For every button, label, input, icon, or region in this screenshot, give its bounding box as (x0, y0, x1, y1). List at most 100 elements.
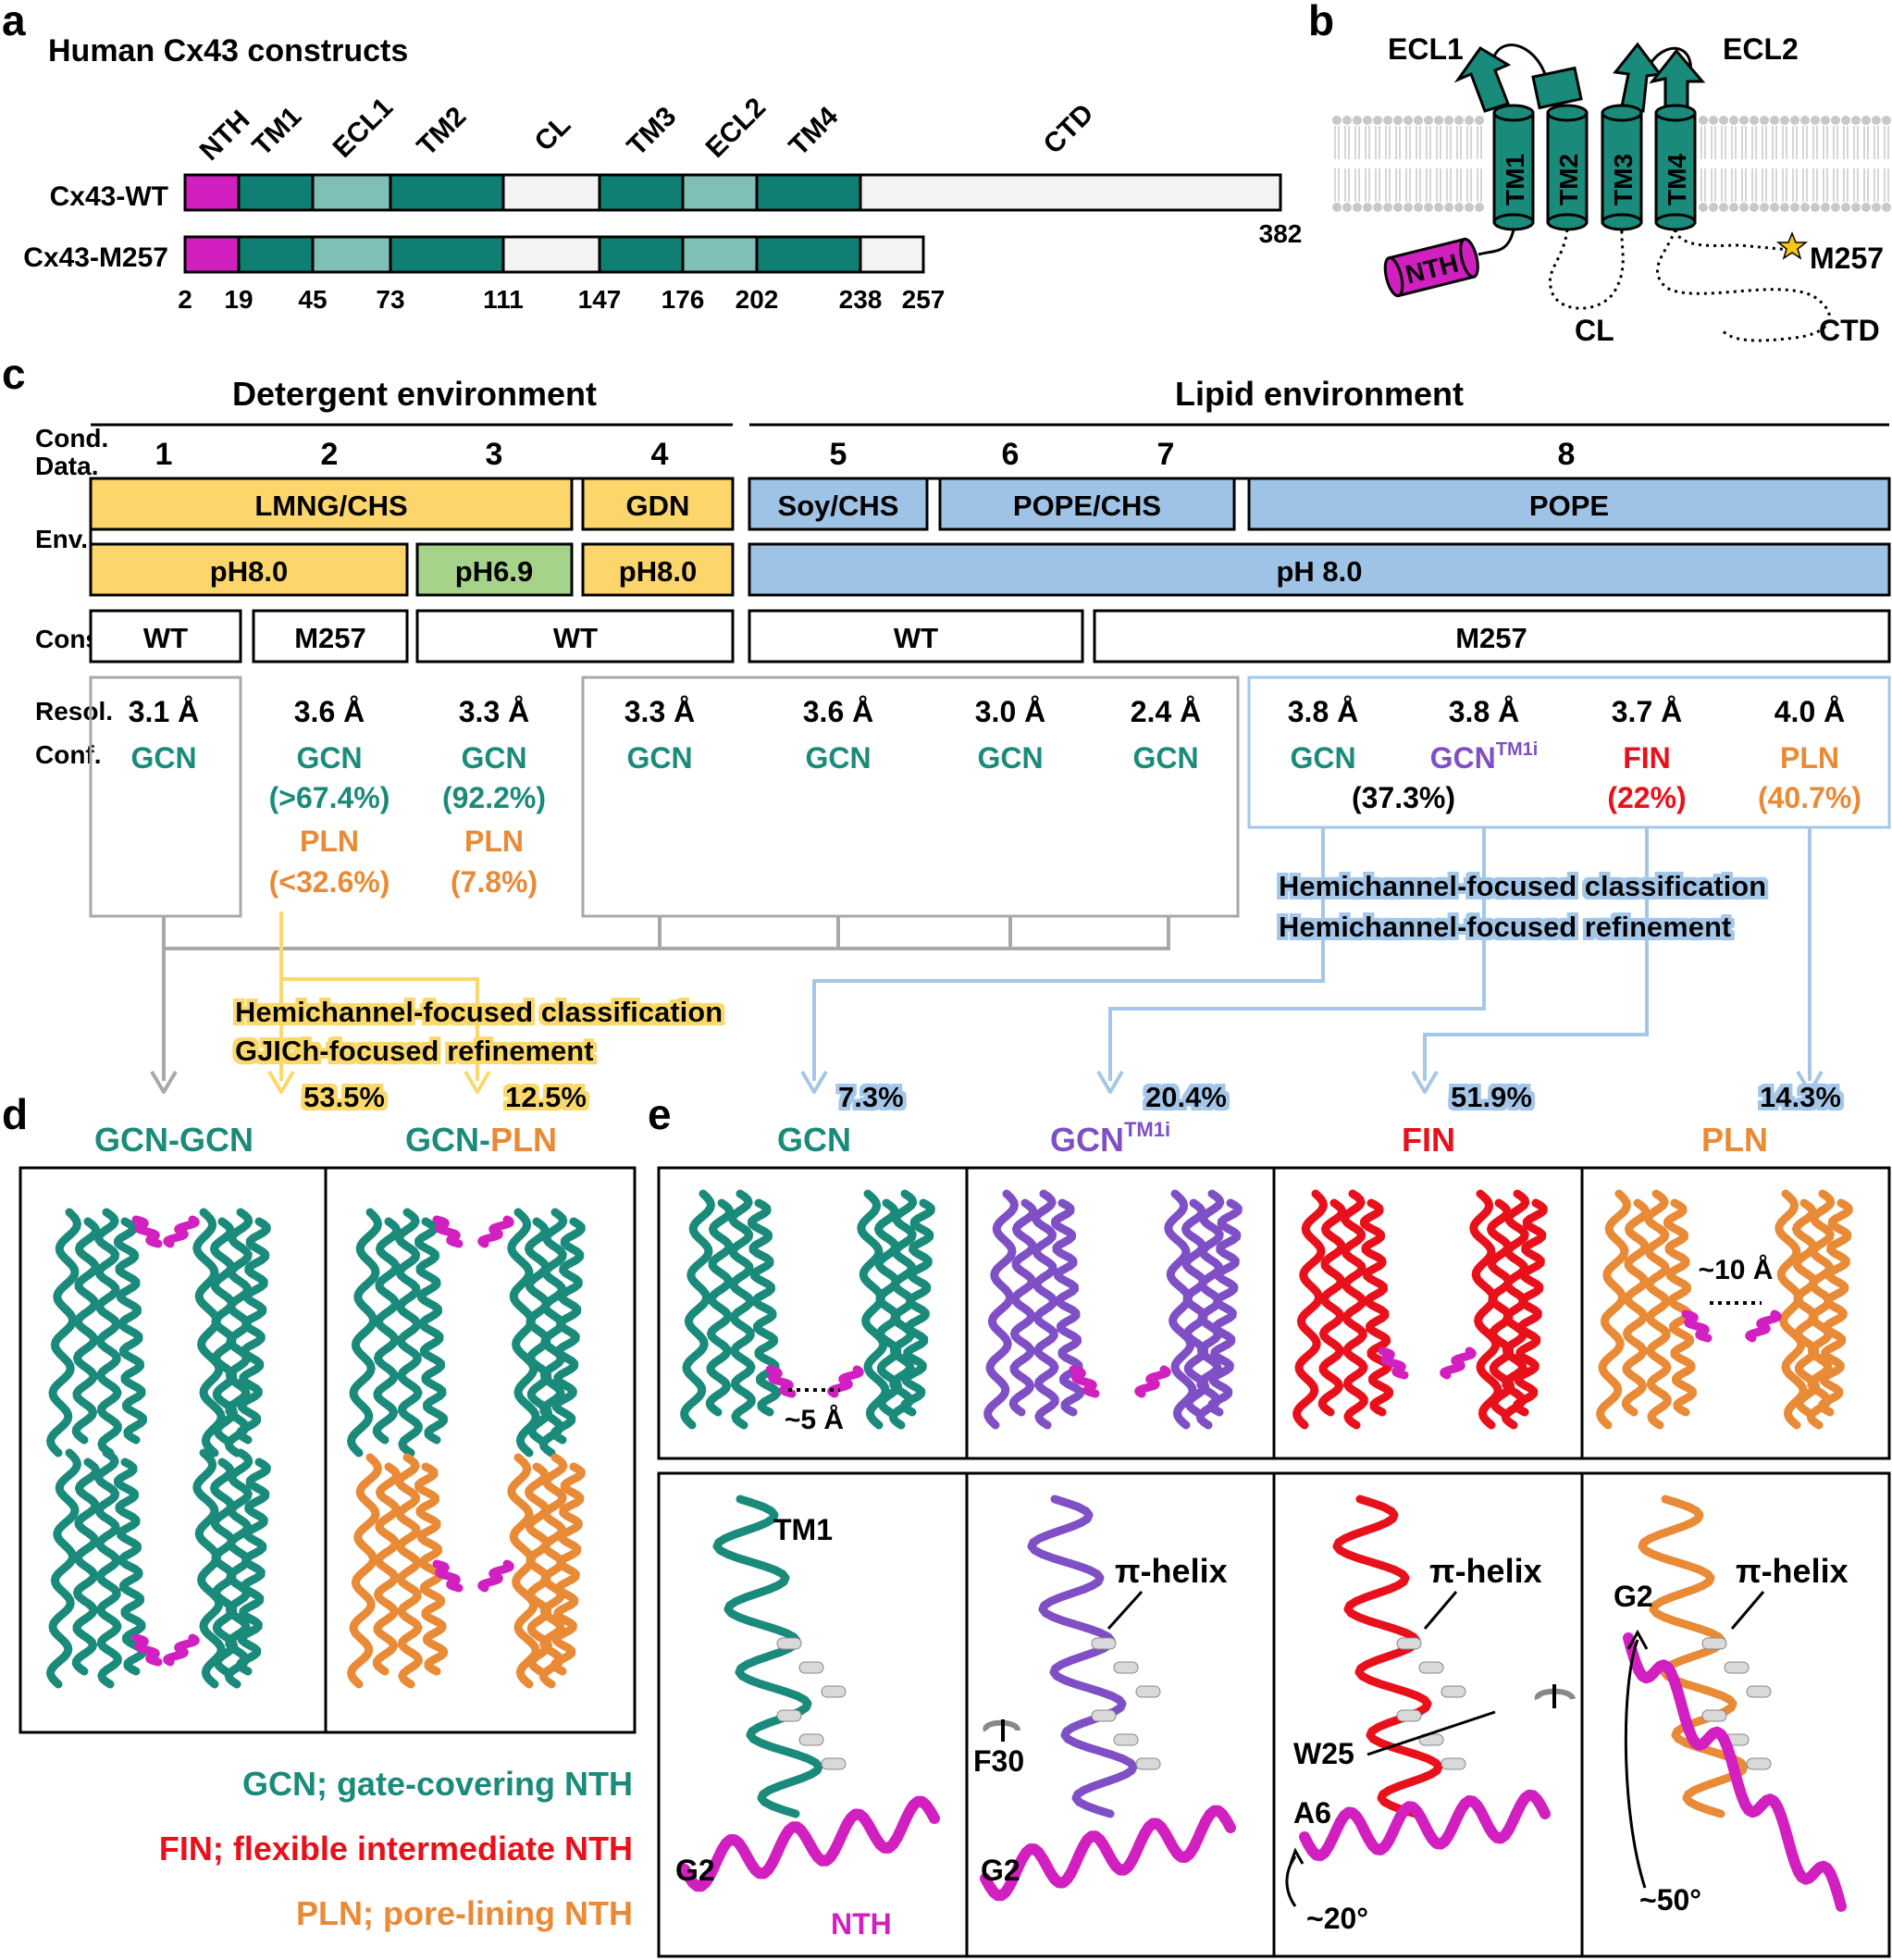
conf-4-gcn: GCN (626, 741, 692, 775)
tm-helix (1469, 1189, 1502, 1430)
tm-helix (210, 1458, 238, 1676)
conf-3-pln-pct: (7.8%) (451, 865, 538, 899)
env-soy: Soy/CHS (778, 490, 899, 522)
nth-helix (131, 1633, 163, 1667)
panel-d-title-right: GCN-PLN (405, 1121, 557, 1159)
nth-helix (827, 1365, 864, 1398)
side-chain (776, 1709, 802, 1722)
side-chain (1135, 1685, 1161, 1698)
tm-helix (728, 1189, 756, 1430)
env-gdn: GDN (626, 490, 690, 522)
ph-box-3 (581, 542, 735, 597)
side-chain (1396, 1709, 1422, 1722)
domain-label-ecl1: ECL1 (328, 92, 400, 164)
nth-helix (1681, 1309, 1713, 1343)
residue-positions: 2 19 45 73 111 147 176 202 238 257 (178, 285, 945, 314)
side-chain (1135, 1757, 1161, 1770)
tm-helix (1775, 1189, 1808, 1430)
position-45: 45 (298, 285, 327, 314)
ph-3: pH8.0 (619, 555, 697, 588)
tm4-cylinder (1654, 104, 1697, 231)
conf-2-gcn: GCN (296, 741, 362, 775)
position-73: 73 (376, 285, 404, 314)
resol-8d: 4.0 Å (1775, 695, 1845, 728)
construct-bar-wt (183, 173, 1282, 212)
cond-4: 4 (651, 437, 669, 472)
tm-helix (414, 1462, 448, 1676)
nth-ribbon (980, 1805, 1236, 1902)
tm1-ribbon (712, 1495, 823, 1818)
cond-7: 7 (1157, 437, 1175, 472)
tm-helix (1501, 1189, 1530, 1430)
nth-linker (1478, 229, 1515, 256)
panel-d-legend: GCN; gate-covering NTH FIN; flexible int… (159, 1765, 633, 1932)
tm-helix (94, 1208, 122, 1458)
panel-c: c Detergent environment Lipid environmen… (2, 350, 1891, 1113)
label-g2-1: G2 (675, 1854, 715, 1887)
panel-e-bottom-structures (679, 1495, 1847, 1912)
label-tm1: TM1 (773, 1513, 833, 1546)
resol-8a: 3.8 Å (1288, 695, 1358, 728)
label-pi-helix-4: π-helix (1736, 1552, 1849, 1590)
env-box-lmng (89, 477, 574, 531)
label-g2-4: G2 (1614, 1580, 1653, 1613)
side-chain (821, 1757, 847, 1770)
resol-2: 3.6 Å (294, 695, 365, 728)
cond-5: 5 (830, 437, 847, 472)
tm-helix (507, 1453, 540, 1689)
resol-8b: 3.8 Å (1449, 695, 1519, 728)
nth-helix (1134, 1365, 1171, 1398)
rotate-icon-f30 (983, 1719, 1020, 1732)
panel-e-title-fin: FIN (1402, 1121, 1455, 1159)
ctd-label: CTD (1819, 314, 1880, 347)
tm1-ribbon (1027, 1495, 1138, 1818)
tm-helix (1195, 1189, 1225, 1430)
yellow-process-2: GJICh-focused refinement (235, 1035, 594, 1067)
ph-box-2 (415, 542, 574, 597)
tm-helix (192, 1448, 226, 1689)
panel-d-title-left: GCN-GCN (94, 1121, 254, 1159)
side-chain (1091, 1709, 1117, 1722)
tm-helix (1164, 1189, 1197, 1430)
position-257: 257 (902, 285, 946, 314)
position-238: 238 (839, 285, 883, 314)
tm-helix (1051, 1198, 1084, 1417)
side-chain (776, 1637, 802, 1650)
cond-2: 2 (321, 437, 339, 472)
panel-c-letter: c (2, 350, 26, 398)
panel-d-letter: d (2, 1090, 28, 1138)
tm-helix (210, 1217, 238, 1445)
conf-8-gcn-pct: (37.3%) (1352, 781, 1455, 814)
tm2-cyl-label: TM2 (1554, 154, 1583, 205)
side-chain (1113, 1733, 1139, 1746)
tm-helix (550, 1217, 586, 1445)
cons-box-2 (252, 609, 409, 664)
label-f30: F30 (973, 1744, 1024, 1778)
conf-8-fin: FIN (1623, 741, 1671, 775)
nth-helix (477, 1559, 514, 1593)
resolutions: 3.1 Å 3.6 Å 3.3 Å 3.3 Å 3.6 Å 3.0 Å 2.4 … (129, 695, 1845, 728)
yellow-pct-2: 12.5% (505, 1081, 587, 1113)
panel-d-frame (19, 1166, 637, 1734)
yellow-percentages: 53.5% 12.5% (303, 1081, 587, 1113)
resol-8c: 3.7 Å (1612, 695, 1682, 728)
nth-helix (1440, 1346, 1477, 1380)
label-a6: A6 (1293, 1796, 1331, 1830)
conf-2-gcn-pct: (>67.4%) (269, 781, 390, 814)
ecl2-label: ECL2 (1723, 32, 1799, 66)
panel-d-structures (46, 1208, 586, 1689)
cons-boxes: WT M257 WT WT M257 (89, 609, 1891, 664)
yellow-pct-1: 53.5% (303, 1081, 385, 1113)
cond-1: 1 (155, 437, 173, 472)
tm-helix (1596, 1189, 1631, 1430)
nth-helix (131, 1215, 163, 1248)
label-nth: NTH (831, 1907, 892, 1941)
conf-5-gcn: GCN (805, 741, 871, 775)
legend-pln: PLN; pore-lining NTH (296, 1894, 633, 1932)
ph-box-1 (89, 542, 409, 597)
lipid-header: Lipid environment (1175, 375, 1464, 413)
tm-helix (1360, 1198, 1393, 1417)
tm-helix (46, 1448, 81, 1689)
tm-helix (224, 1448, 254, 1689)
side-chain (821, 1685, 847, 1698)
